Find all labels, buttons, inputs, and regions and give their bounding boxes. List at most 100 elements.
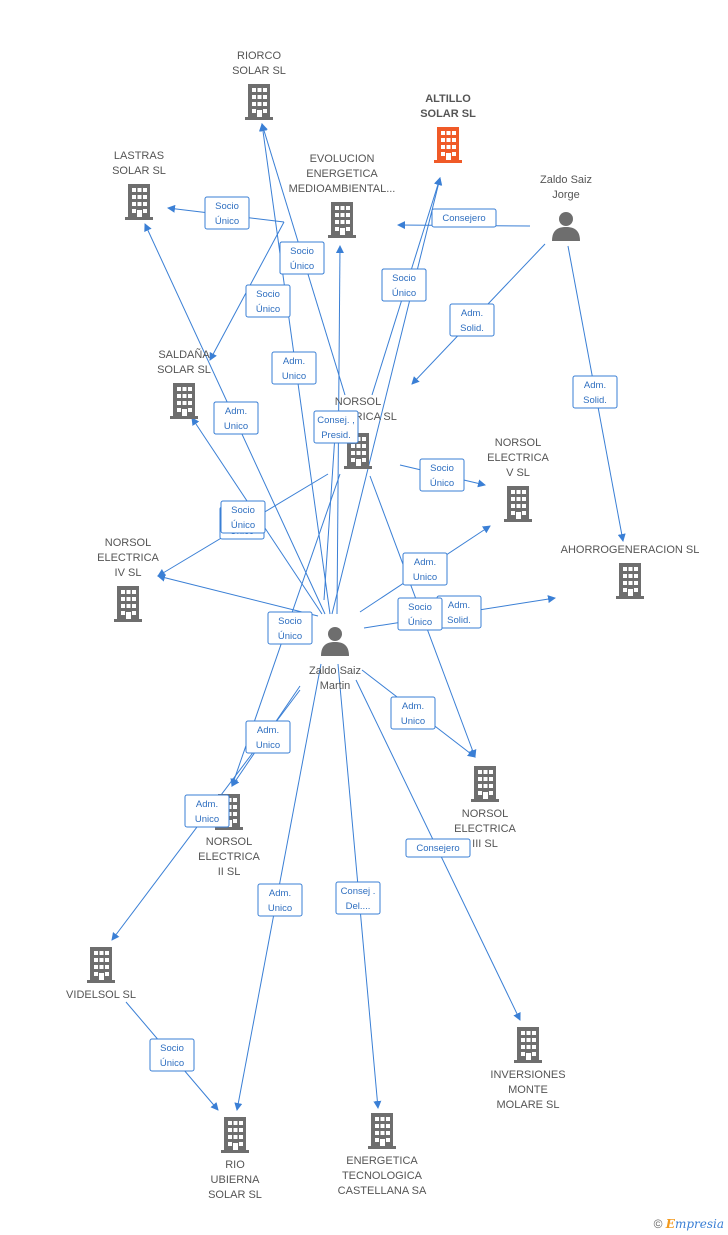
edge-label-text: Único — [392, 288, 416, 299]
edge-zaldo_martin-to-norsol_iv — [157, 573, 319, 617]
edge-label[interactable]: Adm.Unico — [271, 351, 317, 385]
edge-label-text: Socio — [256, 289, 280, 300]
node-label: SOLAR SL — [232, 65, 286, 77]
building-icon — [170, 383, 198, 419]
node-label: Martin — [320, 680, 351, 692]
edge-label-text: Socio — [160, 1043, 184, 1054]
edge-label-box — [449, 303, 495, 337]
edge-label-box — [390, 696, 436, 730]
edge-label-text: Unico — [268, 903, 292, 914]
edge-zaldo_martin-to-norsol_ca — [323, 419, 340, 601]
edge-label-text: Adm. — [257, 725, 279, 736]
edge-label-text: Consejero — [442, 213, 485, 224]
edge-label-text: Consej. , — [317, 415, 355, 426]
copyright-symbol: © — [653, 1217, 663, 1231]
edge-label[interactable]: Consej .Del.... — [335, 881, 381, 915]
edge-label-box — [397, 597, 443, 631]
edge-label-box — [419, 458, 465, 492]
edge-label-text: Adm. — [584, 380, 606, 391]
node-label: SALDAÑA — [158, 348, 210, 361]
edge-label-box — [220, 500, 266, 534]
edge-label-text: Adm. — [196, 799, 218, 810]
building-icon — [514, 1027, 542, 1063]
edge-label-text: Único — [408, 617, 432, 628]
edge-label-text: Socio — [408, 602, 432, 613]
node-label: ALTILLO — [425, 93, 471, 105]
edge-label-box — [271, 351, 317, 385]
edge-label-text: Único — [231, 520, 255, 531]
building-icon — [87, 947, 115, 983]
node-evolucion[interactable]: EVOLUCIONENERGETICAMEDIOAMBIENTAL... — [289, 153, 396, 238]
edge-label[interactable]: Adm.Solid. — [436, 595, 482, 629]
edge-label[interactable]: Consejero — [405, 838, 471, 858]
edge-label-text: Adm. — [283, 356, 305, 367]
edge-label-text: Único — [160, 1058, 184, 1069]
node-label: Jorge — [552, 189, 580, 201]
edge-label-text: Único — [290, 261, 314, 272]
node-label: RIO — [225, 1159, 245, 1171]
node-label: MOLARE SL — [497, 1099, 560, 1111]
edge-label-text: Adm. — [461, 308, 483, 319]
edge-label[interactable]: Adm.Unico — [390, 696, 436, 730]
edge-label[interactable]: Adm.Unico — [245, 720, 291, 754]
node-label: II SL — [218, 866, 241, 878]
node-ahorro[interactable]: AHORROGENERACION SL — [561, 544, 700, 599]
edge-label-box — [245, 284, 291, 318]
person-icon — [552, 212, 580, 241]
empresia-logo[interactable]: © Empresia — [654, 1217, 724, 1231]
node-label: ELECTRICA — [487, 452, 549, 464]
edge-label-box — [335, 881, 381, 915]
edge-label-text: Único — [215, 216, 239, 227]
edge-label-text: Solid. — [583, 395, 607, 406]
edge-label-text: Adm. — [448, 600, 470, 611]
building-icon — [125, 184, 153, 220]
node-label: NORSOL — [335, 396, 381, 408]
edge-label[interactable]: Adm.Unico — [184, 794, 230, 828]
node-label: SOLAR SL — [157, 364, 211, 376]
edge-label[interactable]: Consej. ,Presid. — [313, 410, 359, 444]
edge-label[interactable]: Adm.Unico — [213, 401, 259, 435]
edge-label-box — [279, 241, 325, 275]
edge-label[interactable]: Adm.Unico — [257, 883, 303, 917]
edge-label[interactable]: Adm. Solid. — [449, 303, 495, 337]
edge-label-text: Unico — [401, 716, 425, 727]
node-label: V SL — [506, 467, 530, 479]
building-icon — [328, 202, 356, 238]
edge-label-text: Solid. — [460, 323, 484, 334]
edge-label[interactable]: Consejero — [431, 208, 497, 228]
edge-zaldo_martin-to-altillo — [331, 177, 443, 615]
edge-label[interactable]: Adm. Solid. — [572, 375, 618, 409]
node-label: SOLAR SL — [420, 108, 476, 120]
building-icon — [368, 1113, 396, 1149]
node-saldana[interactable]: SALDAÑA SOLAR SL — [157, 348, 211, 419]
node-label: Zaldo Saiz — [309, 665, 361, 677]
edge-label[interactable]: Adm. Unico — [402, 552, 448, 586]
edge-label-text: Unico — [413, 572, 437, 583]
node-label: AHORROGENERACION SL — [561, 544, 700, 556]
edge-label-text: Adm. — [414, 557, 436, 568]
node-altillo[interactable]: ALTILLO SOLAR SL — [420, 93, 476, 163]
node-videlsol[interactable]: VIDELSOL SL — [66, 947, 136, 1001]
edge-label-box — [257, 883, 303, 917]
